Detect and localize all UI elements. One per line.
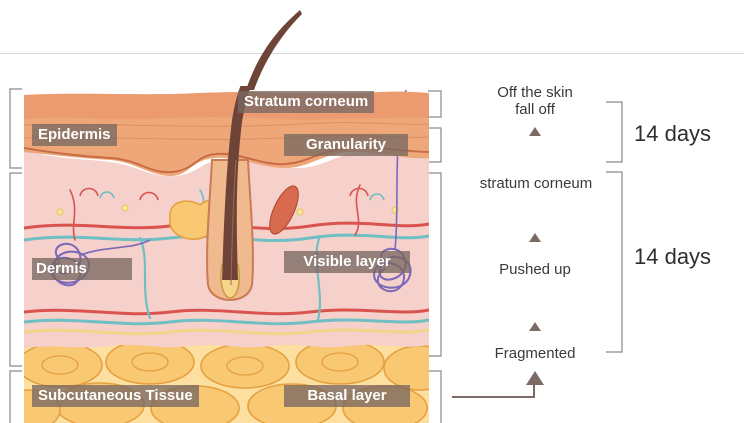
arrow-up-top bbox=[529, 127, 541, 136]
cycle-off-skin-line1: Off the skin bbox=[470, 84, 600, 101]
cycle-pushed-up: Pushed up bbox=[470, 261, 600, 278]
duration-top: 14 days bbox=[634, 121, 711, 147]
label-basal-layer: Basal layer bbox=[284, 385, 410, 407]
label-stratum-corneum: Stratum corneum bbox=[238, 91, 374, 113]
cycle-fragmented: Fragmented bbox=[470, 345, 600, 362]
arrow-up-middle bbox=[529, 233, 541, 242]
left-brackets bbox=[10, 89, 22, 423]
arrow-up-basal bbox=[526, 371, 544, 385]
label-subcutaneous-tissue: Subcutaneous Tissue bbox=[32, 385, 199, 407]
duration-bottom: 14 days bbox=[634, 244, 711, 270]
label-epidermis: Epidermis bbox=[32, 124, 117, 146]
arrow-up-lower bbox=[529, 322, 541, 331]
hair-tip bbox=[246, 10, 302, 90]
label-visible-layer: Visible layer bbox=[284, 251, 410, 273]
basal-feed-line bbox=[452, 385, 534, 397]
right-brackets bbox=[428, 91, 441, 423]
cycle-stratum-corneum: stratum corneum bbox=[446, 175, 626, 192]
label-dermis: Dermis bbox=[32, 258, 132, 280]
duration-brackets bbox=[606, 102, 622, 352]
cycle-off-skin-line2: fall off bbox=[470, 101, 600, 118]
label-granularity: Granularity bbox=[284, 134, 408, 156]
